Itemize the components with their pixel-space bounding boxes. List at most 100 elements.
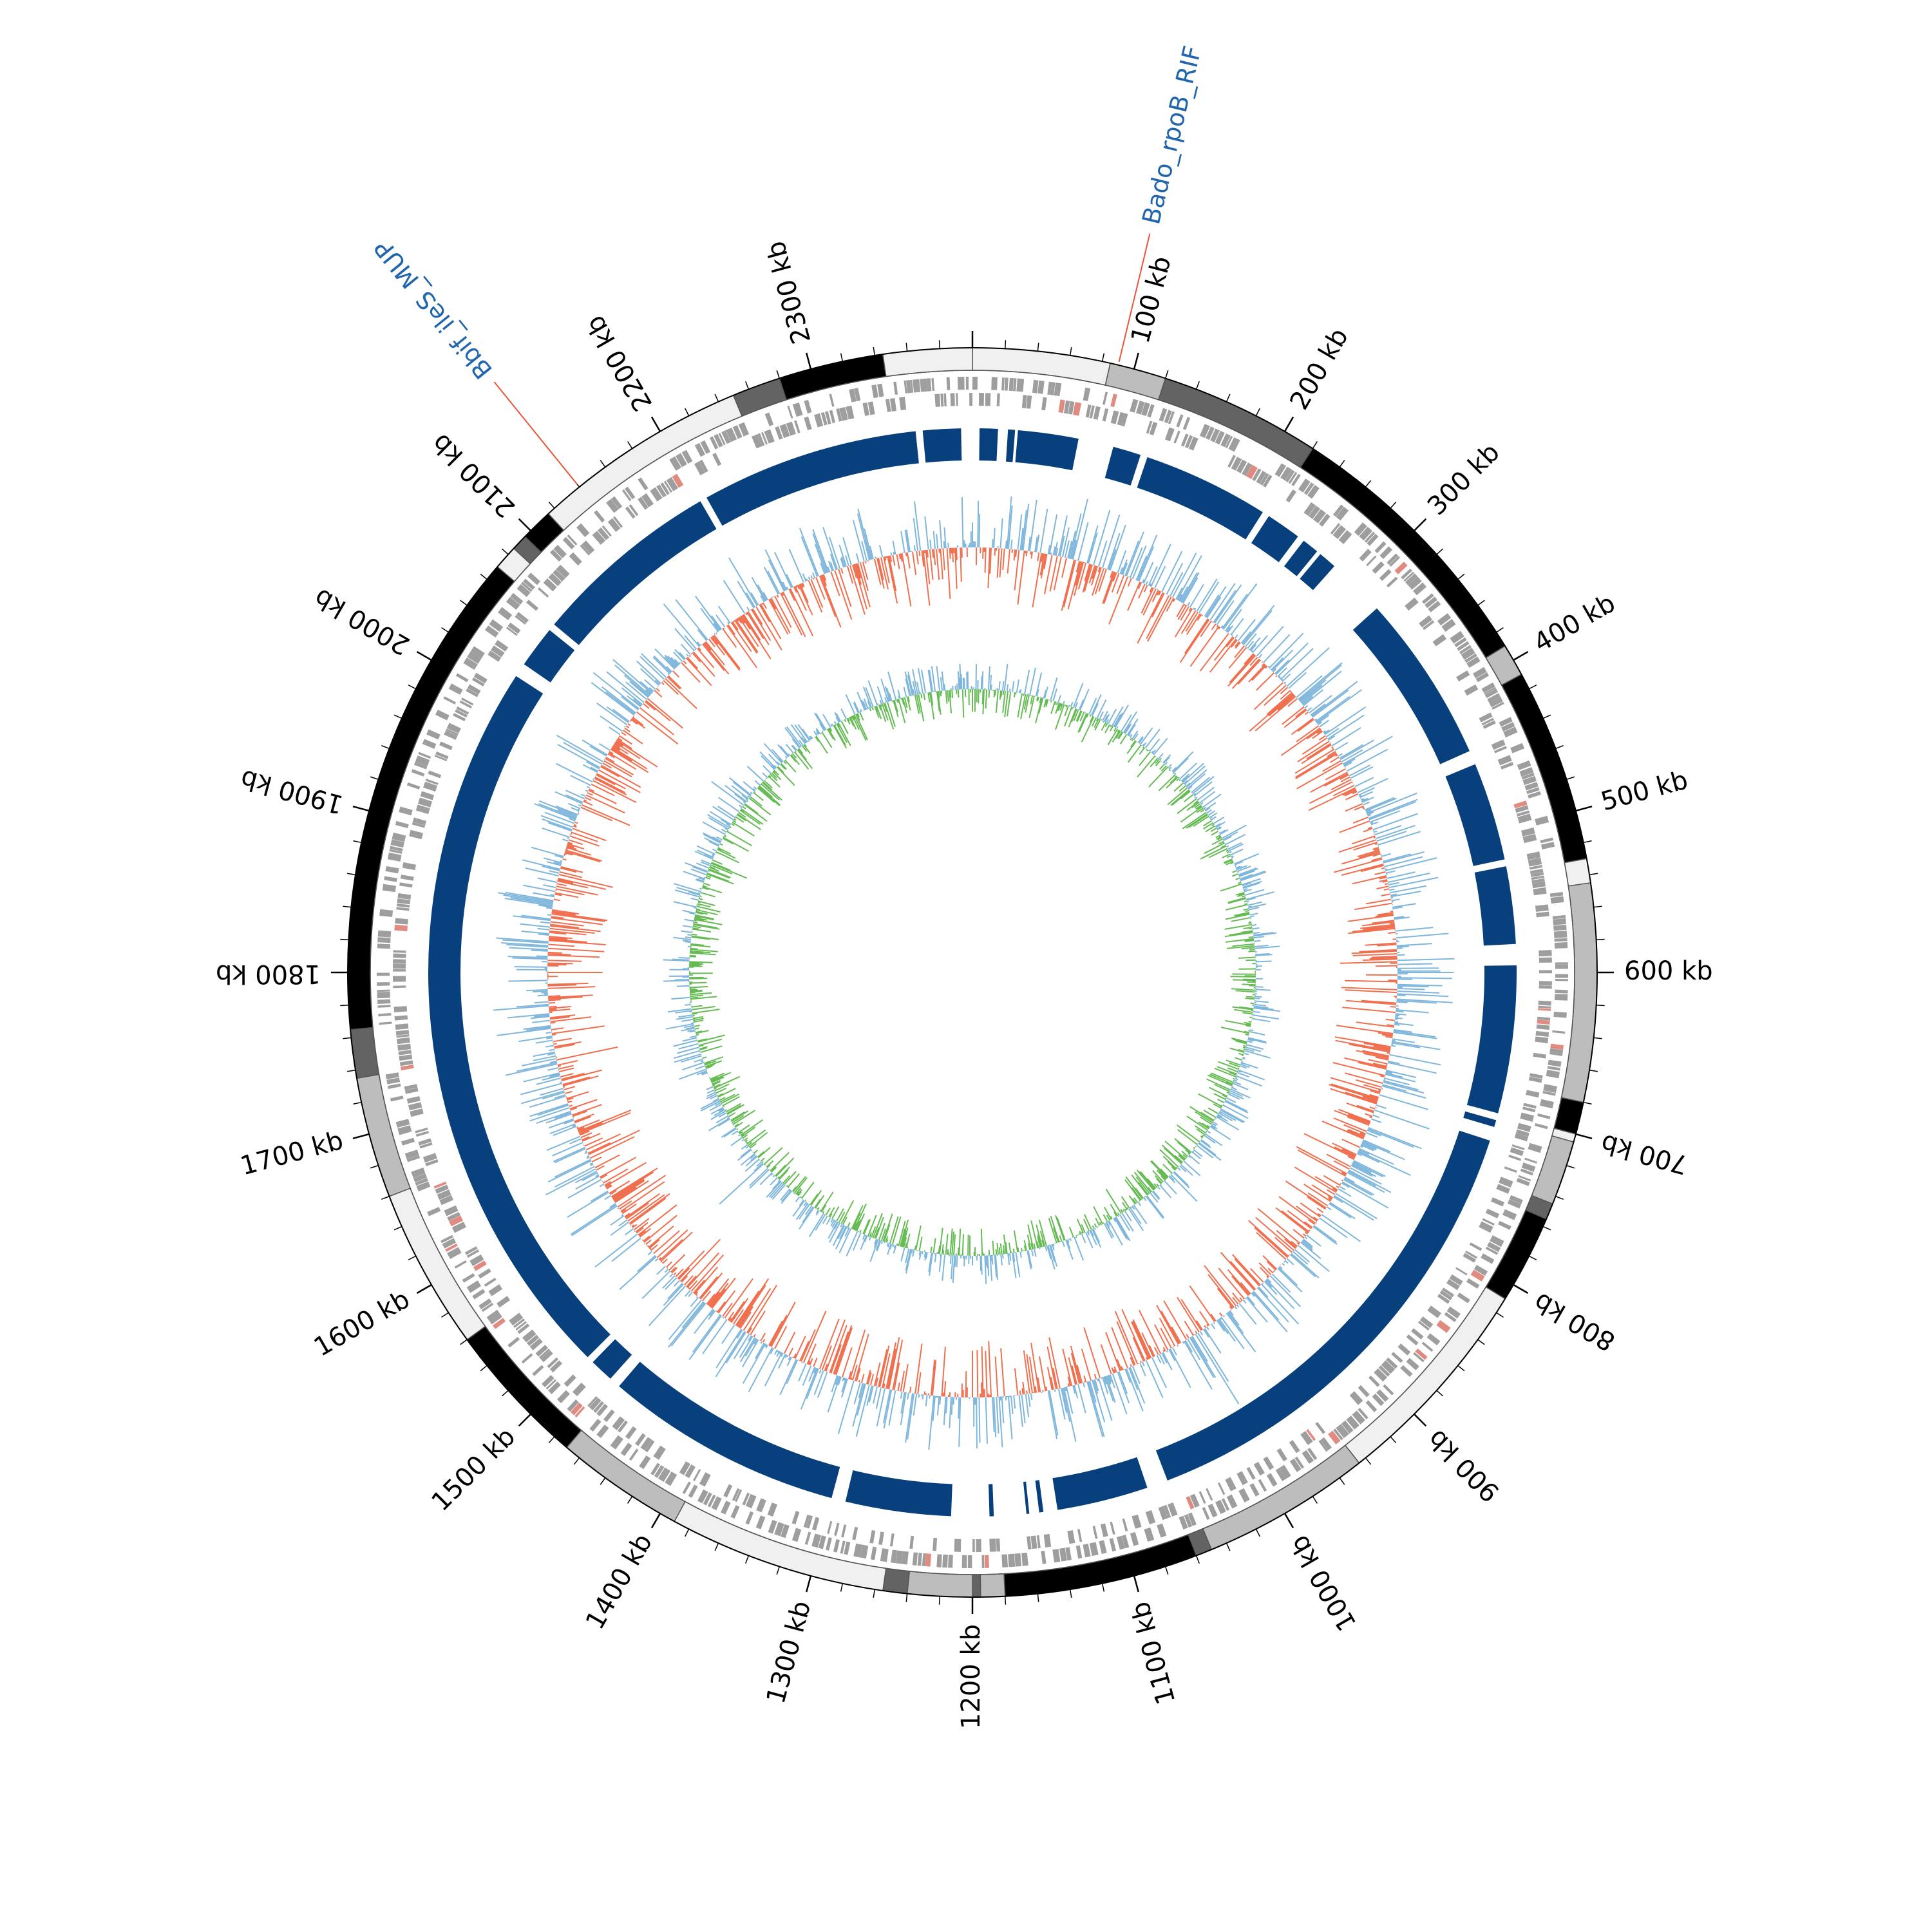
- minor-tick: [1457, 1365, 1465, 1372]
- cds-feature: [1164, 410, 1172, 424]
- cds-feature: [1487, 1242, 1501, 1253]
- alignment-block: [1155, 1130, 1490, 1481]
- cds-feature: [545, 1379, 556, 1390]
- cds-feature: [827, 1520, 833, 1535]
- cds-feature: [1285, 469, 1295, 482]
- cds-feature: [625, 486, 636, 500]
- alignment-block: [1023, 1481, 1030, 1514]
- cds-feature: [1539, 970, 1552, 974]
- cds-feature: [466, 688, 479, 697]
- minor-tick: [685, 408, 690, 417]
- cds-feature: [406, 1155, 421, 1162]
- cds-feature: [904, 380, 907, 394]
- cds-feature: [663, 480, 673, 493]
- cds-feature: [1036, 1535, 1041, 1549]
- cds-feature: [940, 393, 944, 407]
- cds-feature: [1528, 791, 1541, 799]
- cds-feature: [1539, 950, 1552, 957]
- cds-feature: [1068, 401, 1075, 415]
- cds-feature: [522, 1329, 536, 1343]
- cds-feature: [1550, 896, 1564, 904]
- cds-feature: [650, 487, 663, 502]
- cds-feature: [396, 903, 410, 908]
- minor-tick: [548, 501, 555, 509]
- cds-feature: [1411, 1328, 1424, 1340]
- alignment-block: [1466, 965, 1517, 1113]
- cds-feature: [853, 1543, 862, 1558]
- cds-feature: [1484, 688, 1499, 698]
- cds-feature: [415, 1130, 430, 1137]
- cds-feature: [395, 918, 408, 925]
- cds-feature: [377, 991, 390, 999]
- cds-feature: [629, 1448, 639, 1461]
- cds-feature: [593, 1401, 605, 1413]
- cds-feature: [699, 1472, 711, 1487]
- annotation-label: Bbif_ileS_MUP: [369, 234, 498, 384]
- cds-feature: [672, 473, 684, 488]
- cds-feature: [1238, 1488, 1250, 1502]
- cds-feature: [640, 1437, 652, 1451]
- cds-feature: [1496, 1184, 1510, 1194]
- cds-feature: [1528, 1142, 1542, 1153]
- alignment-block: [1251, 516, 1298, 563]
- cds-feature: [433, 1181, 447, 1189]
- cds-feature: [1548, 1059, 1562, 1067]
- cds-feature: [1547, 1066, 1561, 1071]
- cds-feature: [1457, 1293, 1470, 1303]
- cds-feature: [497, 1296, 511, 1308]
- cds-feature: [1294, 1456, 1305, 1469]
- cds-feature: [1419, 615, 1433, 628]
- cds-feature: [515, 614, 527, 625]
- cds-feature: [1389, 556, 1401, 567]
- cds-feature: [1535, 1122, 1548, 1130]
- cds-feature: [1406, 1334, 1419, 1346]
- cds-feature: [1075, 1545, 1083, 1559]
- cds-feature: [564, 1374, 576, 1387]
- cds-feature: [972, 1539, 975, 1552]
- cds-feature: [377, 937, 391, 943]
- cds-feature: [1021, 395, 1027, 408]
- gc-content-positive: [547, 547, 1398, 1397]
- cds-feature: [1383, 1384, 1394, 1396]
- major-tick: [1414, 518, 1427, 531]
- cds-feature: [1555, 979, 1568, 981]
- cds-feature: [860, 1544, 869, 1559]
- cds-feature: [1536, 1024, 1550, 1030]
- cds-feature: [852, 1526, 858, 1540]
- cds-feature: [1381, 1360, 1396, 1374]
- cds-feature: [745, 1493, 757, 1509]
- cds-feature: [1365, 1400, 1378, 1412]
- gc-skew-positive: [688, 688, 1256, 1256]
- cds-feature: [1540, 1099, 1554, 1109]
- contig-segment: [980, 1573, 1006, 1598]
- cds-feature: [950, 393, 955, 406]
- cds-feature: [393, 959, 406, 963]
- cds-feature: [538, 1349, 551, 1359]
- cds-feature: [712, 453, 722, 466]
- cds-feature: [556, 564, 570, 578]
- tick-label: 1100 kb: [1126, 1598, 1182, 1707]
- minor-tick: [1496, 627, 1504, 633]
- minor-tick: [600, 460, 606, 468]
- cds-feature: [507, 1337, 520, 1348]
- cds-feature: [1208, 1503, 1218, 1518]
- cds-feature: [909, 1535, 914, 1549]
- cds-feature: [1522, 1106, 1536, 1113]
- cds-feature: [1315, 1422, 1326, 1434]
- cds-feature: [404, 1150, 419, 1159]
- cds-feature: [1372, 561, 1385, 574]
- cds-feature: [411, 769, 425, 777]
- cds-feature: [1437, 1293, 1450, 1304]
- minor-tick: [1312, 1496, 1318, 1504]
- cds-feature: [1043, 1533, 1052, 1548]
- minor-tick: [441, 627, 449, 633]
- cds-feature: [1539, 957, 1552, 963]
- cds-feature: [1063, 400, 1070, 414]
- cds-feature: [818, 1535, 826, 1549]
- cds-feature: [442, 1238, 457, 1249]
- cds-feature: [1517, 760, 1531, 770]
- cds-feature: [399, 882, 413, 888]
- cds-feature: [469, 1254, 484, 1267]
- cds-feature: [1455, 1267, 1468, 1276]
